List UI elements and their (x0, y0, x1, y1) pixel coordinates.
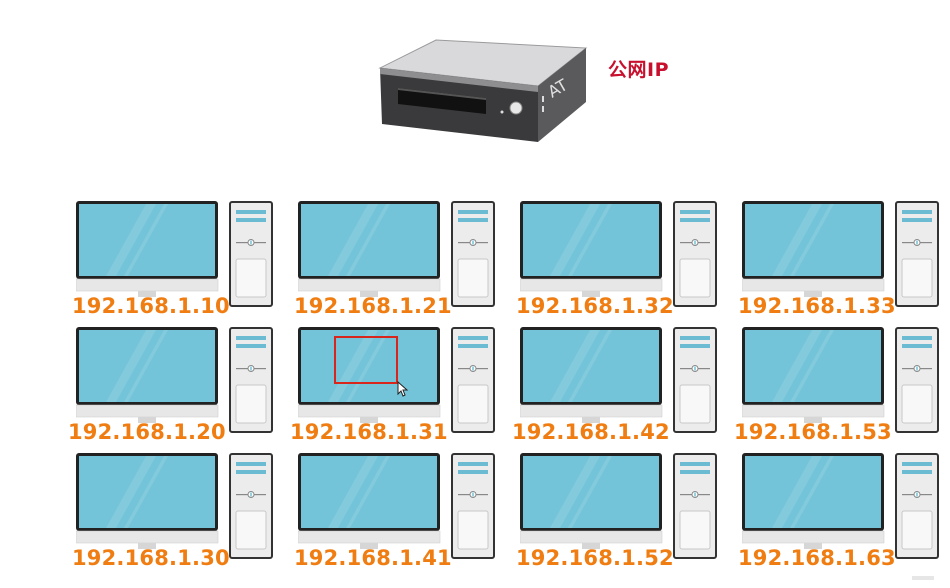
computer-192-168-1-42: 192.168.1.42 (512, 327, 720, 457)
computer-192-168-1-10: 192.168.1.10 (72, 201, 276, 331)
ip-address-label: 192.168.1.42 (512, 420, 670, 444)
desktop-computer-icon (298, 453, 495, 559)
desktop-computer-icon (76, 453, 273, 559)
ip-address-label: 192.168.1.53 (734, 420, 892, 444)
router-box-icon: AT (378, 39, 588, 142)
ip-address-label: 192.168.1.30 (72, 546, 230, 570)
ip-address-label: 192.168.1.41 (294, 546, 452, 570)
ip-address-label: 192.168.1.10 (72, 294, 230, 318)
ip-address-label: 192.168.1.33 (738, 294, 896, 318)
computer-192-168-1-31: 192.168.1.31 (290, 327, 498, 457)
computer-192-168-1-32: 192.168.1.32 (516, 201, 720, 331)
desktop-computer-icon (742, 201, 939, 307)
router-device: AT (378, 36, 590, 146)
computer-192-168-1-20: 192.168.1.20 (68, 327, 276, 457)
ip-address-label: 192.168.1.20 (68, 420, 226, 444)
public-ip-label: 公网IP (608, 59, 669, 81)
computer-192-168-1-21: 192.168.1.21 (294, 201, 498, 331)
desktop-computer-icon (298, 327, 495, 433)
ip-address-label: 192.168.1.31 (290, 420, 448, 444)
computer-192-168-1-63: 192.168.1.63 (738, 453, 942, 583)
computer-192-168-1-53: 192.168.1.53 (734, 327, 942, 457)
computer-192-168-1-33: 192.168.1.33 (738, 201, 942, 331)
desktop-computer-icon (520, 201, 717, 307)
desktop-computer-icon (742, 453, 939, 559)
ip-address-label: 192.168.1.21 (294, 294, 452, 318)
selection-box (334, 336, 398, 384)
desktop-computer-icon (76, 201, 273, 307)
computer-192-168-1-30: 192.168.1.30 (72, 453, 276, 583)
desktop-computer-icon (742, 327, 939, 433)
ip-address-label: 192.168.1.32 (516, 294, 674, 318)
desktop-computer-icon (76, 327, 273, 433)
desktop-computer-icon (520, 453, 717, 559)
desktop-computer-icon (298, 201, 495, 307)
computer-192-168-1-52: 192.168.1.52 (516, 453, 720, 583)
computer-192-168-1-41: 192.168.1.41 (294, 453, 498, 583)
mouse-pointer-icon (397, 381, 409, 397)
desktop-computer-icon (520, 327, 717, 433)
corner-mark (912, 576, 934, 580)
ip-address-label: 192.168.1.52 (516, 546, 674, 570)
ip-address-label: 192.168.1.63 (738, 546, 896, 570)
